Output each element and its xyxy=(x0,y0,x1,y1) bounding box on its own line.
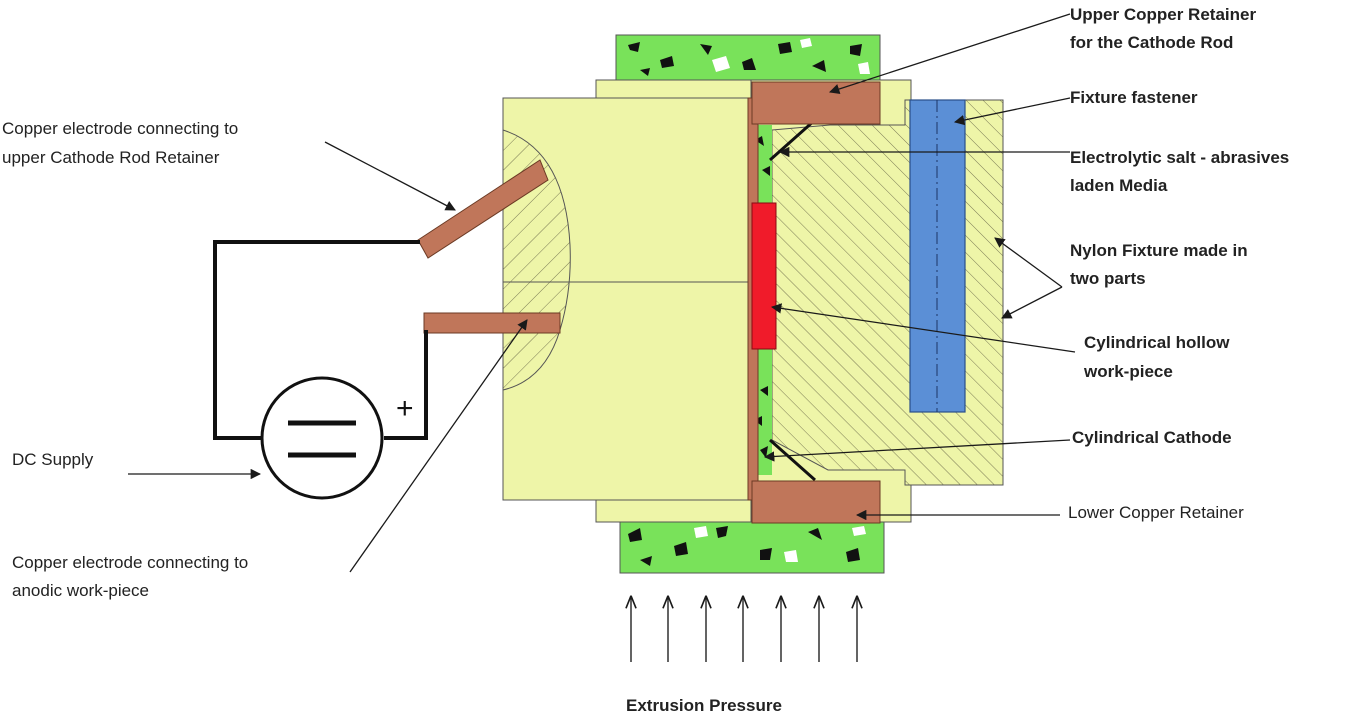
label-copper-upper-line2: upper Cathode Rod Retainer xyxy=(2,148,220,167)
label-extrusion-pressure: Extrusion Pressure xyxy=(626,696,782,713)
circuit-wires xyxy=(213,240,428,440)
label-copper-anode-line2: anodic work-piece xyxy=(12,581,149,600)
upper-media-block xyxy=(615,34,881,83)
label-workpiece-line2: work-piece xyxy=(1083,362,1173,381)
copper-electrode-anode xyxy=(423,312,561,334)
fixture-fastener xyxy=(909,99,966,413)
upper-copper-retainer xyxy=(751,81,881,125)
label-dc-supply: DC Supply xyxy=(12,450,94,469)
lower-media-block xyxy=(619,519,885,574)
label-upper-retainer-line1: Upper Copper Retainer xyxy=(1070,5,1256,24)
label-electrolytic-line1: Electrolytic salt - abrasives xyxy=(1070,148,1289,167)
dc-supply xyxy=(260,376,384,500)
label-workpiece-line1: Cylindrical hollow xyxy=(1084,333,1230,352)
label-copper-anode-line1: Copper electrode connecting to xyxy=(12,553,248,572)
labels: Upper Copper Retainer for the Cathode Ro… xyxy=(2,5,1289,713)
label-cylindrical-cathode: Cylindrical Cathode xyxy=(1072,428,1232,447)
label-fixture-fastener: Fixture fastener xyxy=(1070,88,1198,107)
label-electrolytic-line2: laden Media xyxy=(1070,176,1168,195)
fixture-left-half xyxy=(502,79,752,523)
cylindrical-hollow-workpiece xyxy=(751,202,777,350)
copper-electrode-upper xyxy=(417,159,549,259)
label-copper-upper-line1: Copper electrode connecting to xyxy=(2,119,238,138)
label-upper-retainer-line2: for the Cathode Rod xyxy=(1070,33,1233,52)
plus-sign: + xyxy=(396,392,414,425)
label-nylon-fixture-line2: two parts xyxy=(1070,269,1146,288)
label-lower-retainer: Lower Copper Retainer xyxy=(1068,503,1244,522)
leader-lines xyxy=(128,13,1076,573)
extrusion-arrows xyxy=(631,597,857,662)
lower-copper-retainer xyxy=(751,480,881,524)
label-nylon-fixture-line1: Nylon Fixture made in xyxy=(1070,241,1248,260)
